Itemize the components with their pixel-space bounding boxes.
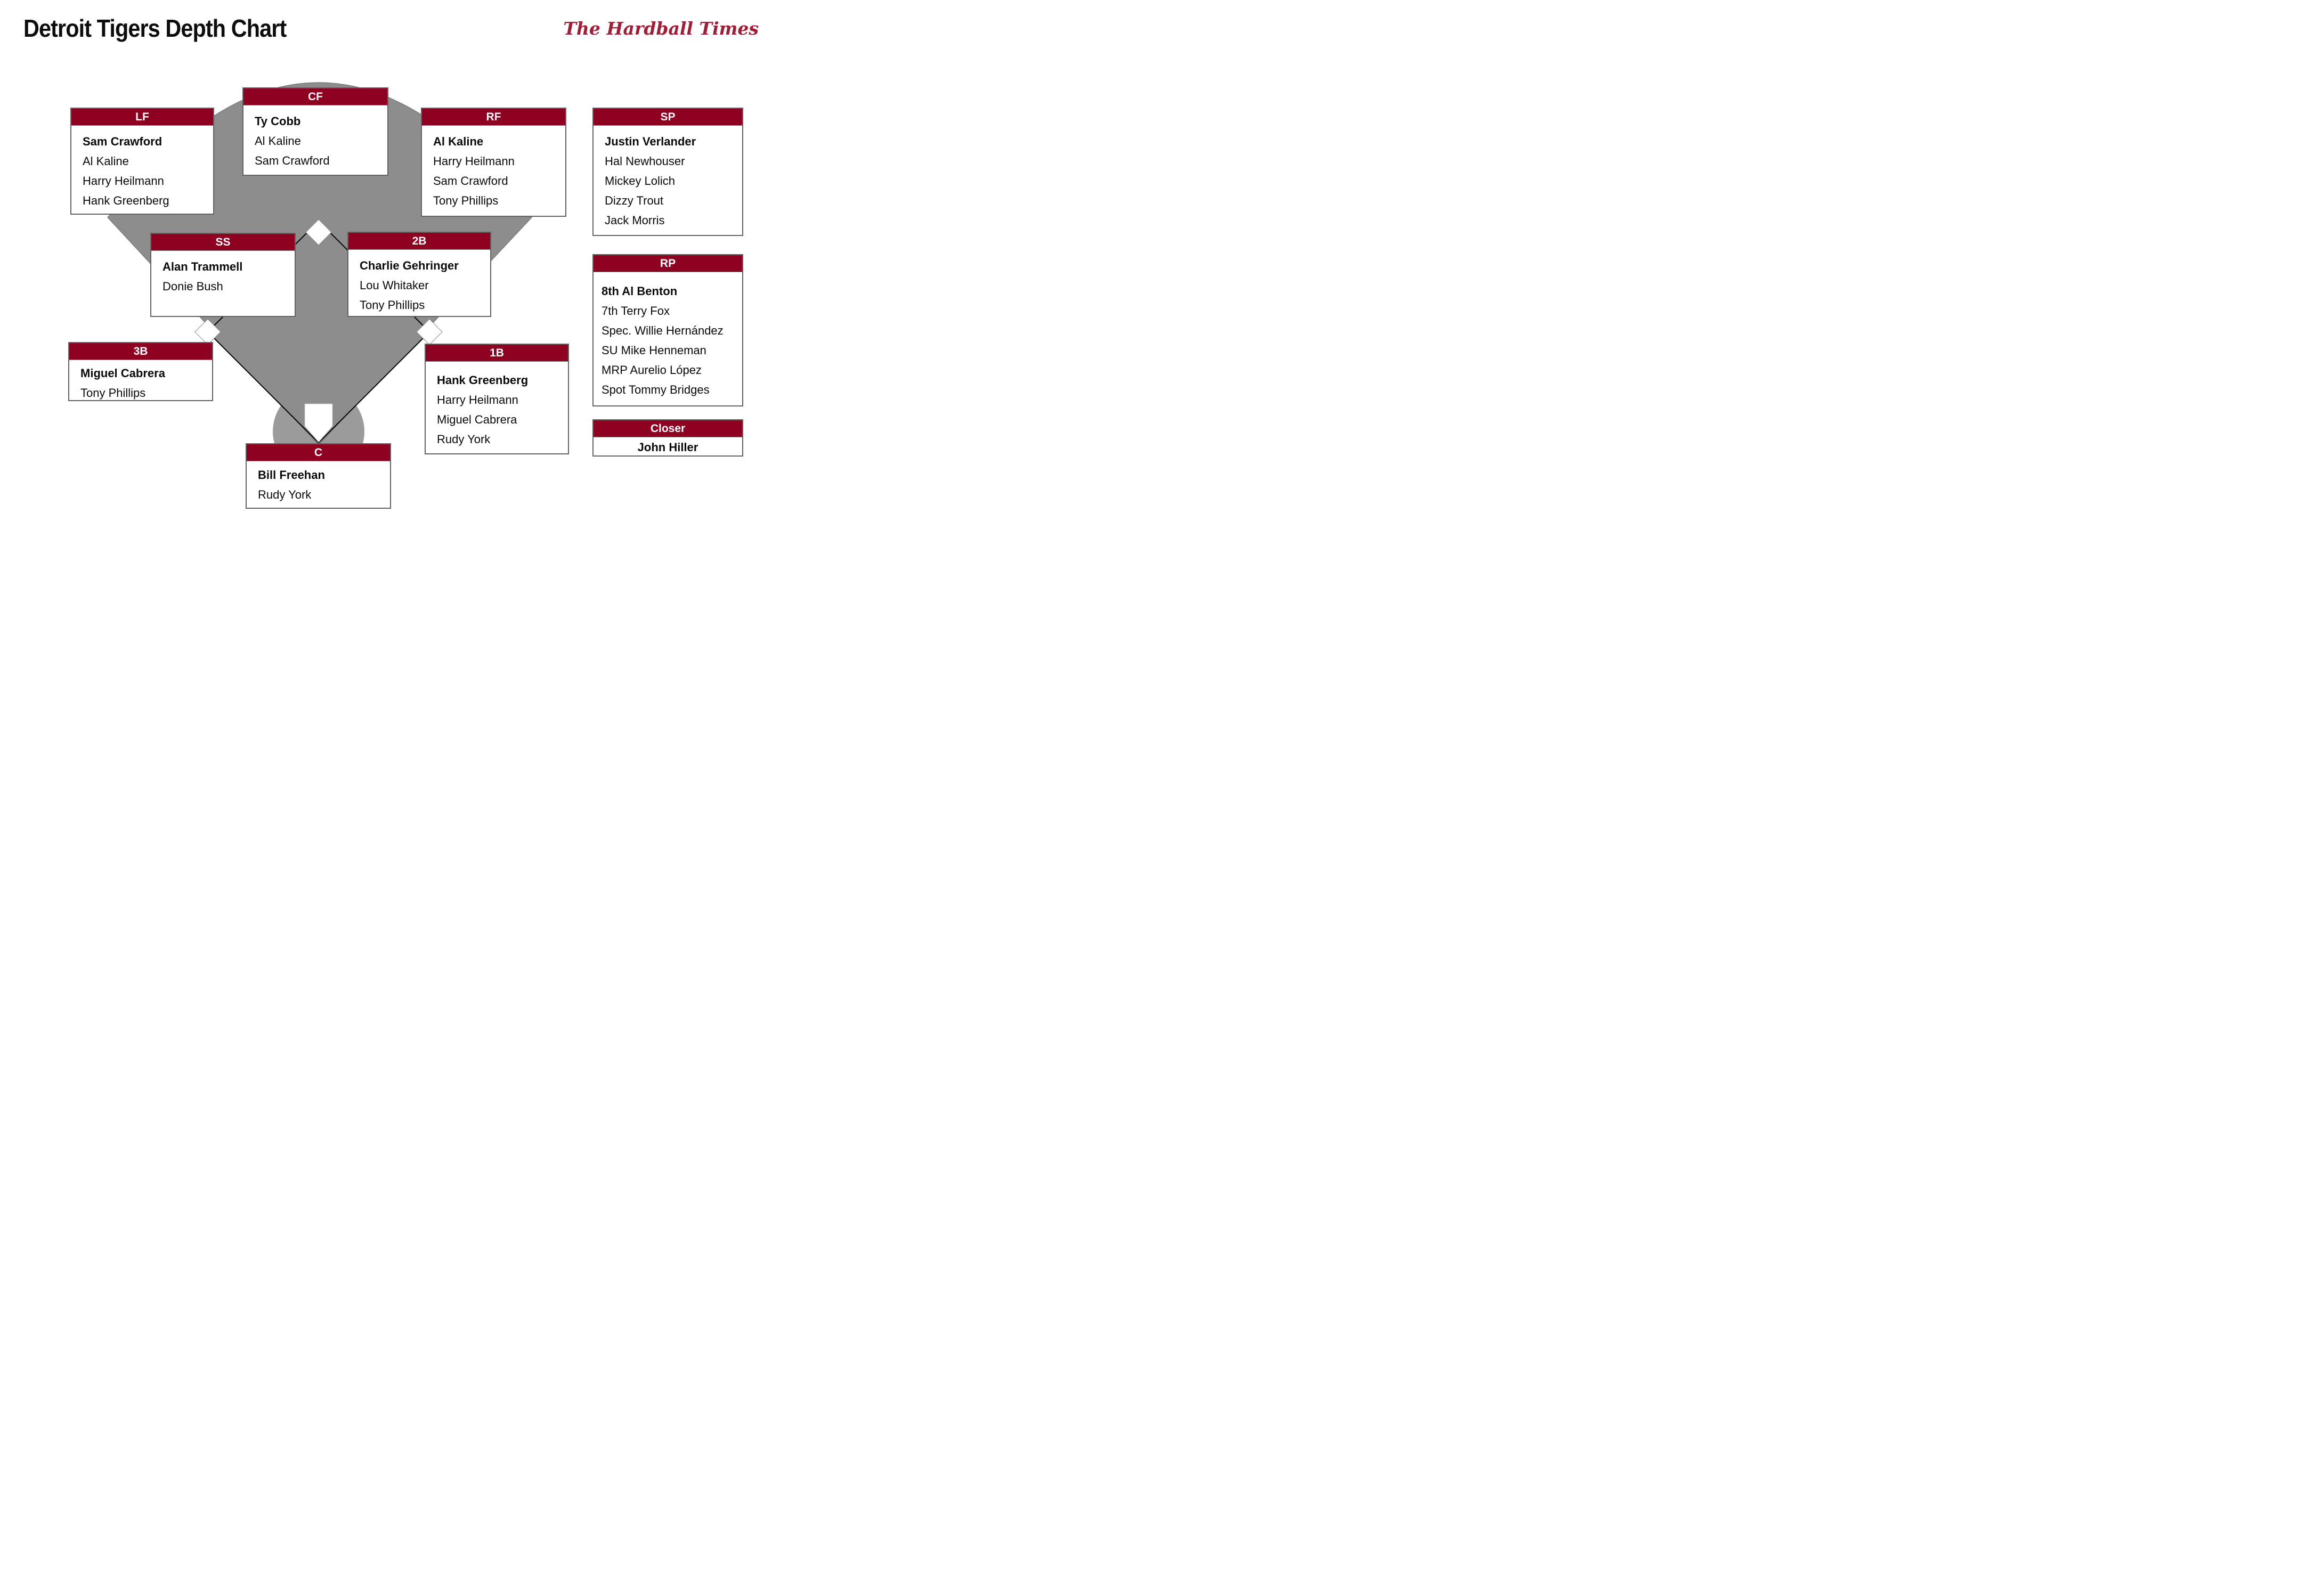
position-box-1b: 1B Hank Greenberg Harry Heilmann Miguel … — [425, 344, 569, 454]
position-box-c: C Bill Freehan Rudy York — [246, 443, 391, 509]
player-name: Tony Phillips — [433, 194, 499, 207]
player-name: Alan Trammell — [162, 260, 243, 273]
depth-chart-page: Detroit Tigers Depth Chart The Hardball … — [0, 0, 775, 529]
player-list: Justin Verlander Hal Newhouser Mickey Lo… — [594, 126, 742, 230]
position-label-2b: 2B — [348, 233, 490, 250]
player-name: Al Kaline — [83, 154, 129, 168]
player-name: Al Kaline — [433, 135, 484, 148]
player-name: Harry Heilmann — [433, 154, 515, 168]
player-name: Miguel Cabrera — [437, 413, 517, 426]
player-list: Al Kaline Harry Heilmann Sam Crawford To… — [422, 126, 565, 210]
position-box-3b: 3B Miguel Cabrera Tony Phillips — [68, 342, 213, 401]
home-plate-icon — [304, 403, 333, 443]
player-name: Miguel Cabrera — [80, 367, 165, 380]
position-label-cf: CF — [243, 88, 387, 105]
player-list: 8th Al Benton 7th Terry Fox Spec. Willie… — [594, 272, 742, 400]
player-name: Al Kaline — [255, 134, 301, 148]
player-list: Ty Cobb Al Kaline Sam Crawford — [243, 105, 387, 170]
position-box-2b: 2B Charlie Gehringer Lou Whitaker Tony P… — [347, 232, 491, 317]
position-label-lf: LF — [71, 109, 213, 126]
player-name: Charlie Gehringer — [360, 259, 459, 272]
position-box-closer: Closer John Hiller — [592, 419, 743, 457]
player-name: Rudy York — [258, 488, 312, 501]
player-list: Sam Crawford Al Kaline Harry Heilmann Ha… — [71, 126, 213, 210]
player-name: Rudy York — [437, 433, 491, 446]
player-list: Charlie Gehringer Lou Whitaker Tony Phil… — [348, 250, 490, 315]
position-label-rp: RP — [594, 255, 742, 272]
player-name: 8th Al Benton — [602, 284, 678, 298]
position-box-sp: SP Justin Verlander Hal Newhouser Mickey… — [592, 108, 743, 236]
player-name: MRP Aurelio López — [602, 363, 702, 377]
player-name: Hank Greenberg — [437, 373, 529, 387]
player-name: Hank Greenberg — [83, 194, 169, 207]
position-label-sp: SP — [594, 109, 742, 126]
player-name: Justin Verlander — [605, 135, 696, 148]
position-label-c: C — [247, 444, 390, 461]
player-name: SU Mike Henneman — [602, 344, 706, 357]
position-box-rp: RP 8th Al Benton 7th Terry Fox Spec. Wil… — [592, 254, 743, 406]
player-name: Spec. Willie Hernández — [602, 324, 724, 337]
player-name: Dizzy Trout — [605, 194, 664, 207]
player-name: Sam Crawford — [433, 174, 508, 188]
player-name: Jack Morris — [605, 214, 665, 227]
second-base-marker-icon — [305, 219, 332, 246]
position-box-rf: RF Al Kaline Harry Heilmann Sam Crawford… — [421, 108, 566, 217]
player-name: Lou Whitaker — [360, 279, 429, 292]
player-name: Hal Newhouser — [605, 154, 685, 168]
player-name: Tony Phillips — [80, 386, 146, 400]
hardball-times-logo: The Hardball Times — [563, 18, 759, 39]
position-box-ss: SS Alan Trammell Donie Bush — [150, 233, 296, 317]
player-list: Bill Freehan Rudy York — [247, 461, 390, 504]
page-title: Detroit Tigers Depth Chart — [23, 14, 287, 42]
position-box-lf: LF Sam Crawford Al Kaline Harry Heilmann… — [70, 108, 214, 215]
position-label-closer: Closer — [594, 420, 742, 437]
player-list: Hank Greenberg Harry Heilmann Miguel Cab… — [426, 362, 568, 449]
player-name: Ty Cobb — [255, 115, 301, 128]
player-name: Harry Heilmann — [437, 393, 518, 406]
player-name: Harry Heilmann — [83, 174, 164, 188]
player-name: Sam Crawford — [255, 154, 330, 167]
player-list: John Hiller — [594, 437, 742, 455]
player-name: Donie Bush — [162, 280, 223, 293]
player-name: Bill Freehan — [258, 468, 325, 482]
player-list: Alan Trammell Donie Bush — [151, 251, 295, 296]
player-name: Tony Phillips — [360, 298, 425, 312]
player-name: John Hiller — [637, 441, 698, 454]
player-name: Mickey Lolich — [605, 174, 676, 188]
position-box-cf: CF Ty Cobb Al Kaline Sam Crawford — [242, 87, 388, 176]
position-label-3b: 3B — [69, 343, 212, 360]
position-label-rf: RF — [422, 109, 565, 126]
player-name: Sam Crawford — [83, 135, 162, 148]
first-base-marker-icon — [416, 319, 443, 345]
player-list: Miguel Cabrera Tony Phillips — [69, 360, 212, 400]
position-label-ss: SS — [151, 234, 295, 251]
player-name: Spot Tommy Bridges — [602, 383, 710, 396]
position-label-1b: 1B — [426, 345, 568, 362]
player-name: 7th Terry Fox — [602, 304, 670, 318]
third-base-marker-icon — [194, 319, 221, 345]
